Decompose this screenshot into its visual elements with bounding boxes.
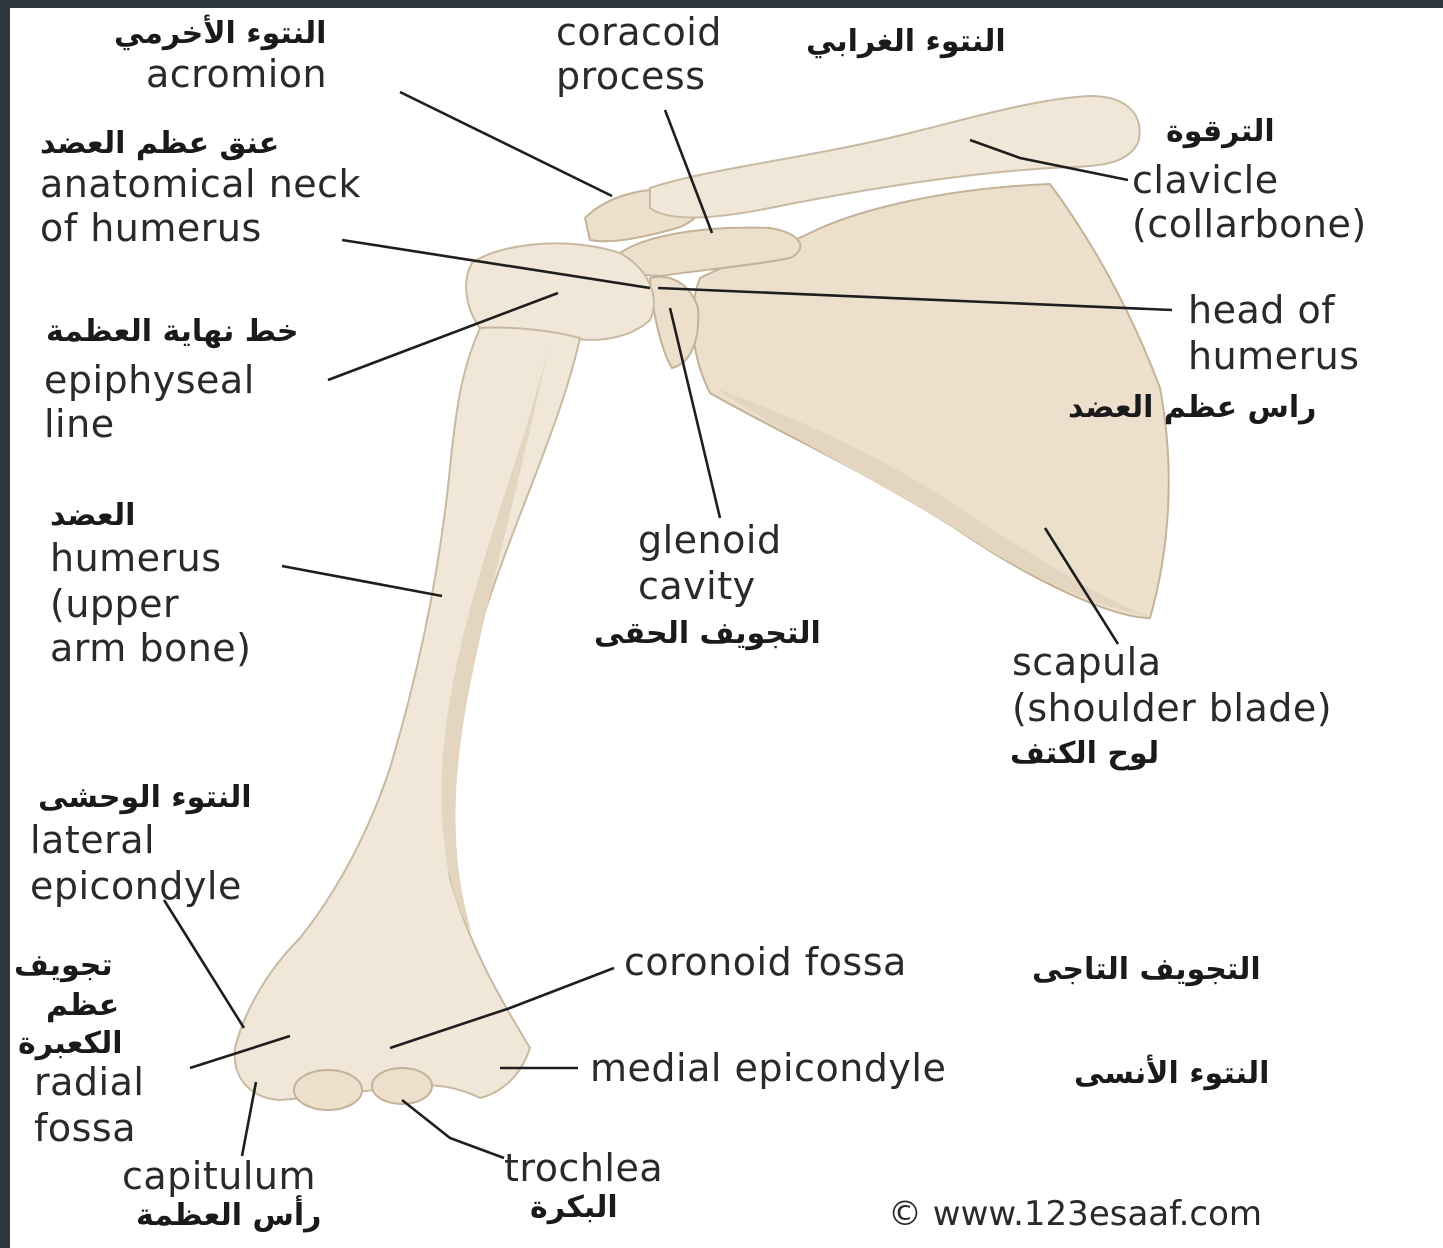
- medial-epicondyle-label-ar: النتوء الأنسى: [1074, 1056, 1269, 1092]
- head-of-humerus-label-ar: راس عظم العضد: [1068, 390, 1316, 426]
- glenoid-cavity-label-line2: cavity: [638, 564, 756, 609]
- capitulum-label-ar: رأس العظمة: [136, 1198, 321, 1234]
- humerus-label-line2: (upper: [50, 582, 179, 627]
- anatomical-neck-label-line2: of humerus: [40, 206, 262, 251]
- trochlea-label: trochlea: [504, 1146, 663, 1191]
- head-of-humerus-label-line2: humerus: [1188, 334, 1360, 379]
- scapula-label-line2: (shoulder blade): [1012, 686, 1332, 731]
- diagram-frame: النتوء الأخرمي acromion coracoid process…: [10, 8, 1443, 1248]
- trochlea-label-ar: البكرة: [530, 1190, 618, 1226]
- trochlea-bone: [372, 1068, 432, 1104]
- lateral-epicondyle-label-line2: epicondyle: [30, 864, 242, 909]
- capitulum-leader: [242, 1082, 256, 1156]
- capitulum-label: capitulum: [122, 1154, 316, 1199]
- clavicle-label-ar: الترقوة: [1166, 114, 1275, 150]
- scapula-label-line1: scapula: [1012, 640, 1162, 685]
- head-of-humerus-label-line1: head of: [1188, 288, 1335, 333]
- coracoid-label-line1: coracoid: [556, 10, 722, 55]
- radial-fossa-label-ar-line1: تجويف: [14, 948, 113, 984]
- capitulum-bone: [294, 1070, 362, 1110]
- acromion-leader: [400, 92, 612, 196]
- coronoid-fossa-label-ar: التجويف التاجى: [1032, 952, 1261, 988]
- coronoid-fossa-label: coronoid fossa: [624, 940, 907, 985]
- clavicle-label-line2: (collarbone): [1132, 202, 1367, 247]
- acromion-label: acromion: [146, 52, 327, 97]
- humerus-label-ar: العضد: [50, 498, 135, 534]
- anatomical-neck-label-ar: عنق عظم العضد: [40, 126, 279, 162]
- humerus-label-line1: humerus: [50, 536, 222, 581]
- copyright-credit: © www.123esaaf.com: [888, 1194, 1262, 1234]
- radial-fossa-label-line1: radial: [34, 1060, 144, 1105]
- lateral-epicondyle-leader: [164, 900, 244, 1028]
- coracoid-label-ar: النتوء الغرابي: [806, 24, 1006, 60]
- humerus-shaft-bone: [235, 327, 580, 1100]
- clavicle-bone: [650, 96, 1140, 217]
- acromion-label-ar: النتوء الأخرمي: [114, 16, 326, 52]
- epiphyseal-line-label-ar: خط نهاية العظمة: [46, 314, 298, 350]
- medial-epicondyle-label: medial epicondyle: [590, 1046, 946, 1091]
- lateral-epicondyle-label-line1: lateral: [30, 818, 155, 863]
- epiphyseal-line-label-line1: epiphyseal: [44, 358, 255, 403]
- scapula-label-ar: لوح الكتف: [1010, 736, 1159, 772]
- glenoid-cavity-label-line1: glenoid: [638, 518, 782, 563]
- humerus-head-bone: [466, 243, 654, 339]
- coracoid-label-line2: process: [556, 54, 706, 99]
- radial-fossa-label-ar-line2: عظم: [46, 988, 119, 1024]
- radial-fossa-label-line2: fossa: [34, 1106, 136, 1151]
- humerus-leader: [282, 566, 442, 596]
- radial-fossa-label-ar-line3: الكعبرة: [18, 1026, 123, 1062]
- glenoid-cavity-label-ar: التجويف الحقى: [594, 616, 821, 652]
- clavicle-label-line1: clavicle: [1132, 158, 1279, 203]
- lateral-epicondyle-label-ar: النتوء الوحشى: [38, 780, 252, 816]
- anatomical-neck-label-line1: anatomical neck: [40, 162, 361, 207]
- trochlea-leader: [402, 1100, 504, 1158]
- epiphyseal-line-label-line2: line: [44, 402, 115, 447]
- humerus-label-line3: arm bone): [50, 626, 252, 671]
